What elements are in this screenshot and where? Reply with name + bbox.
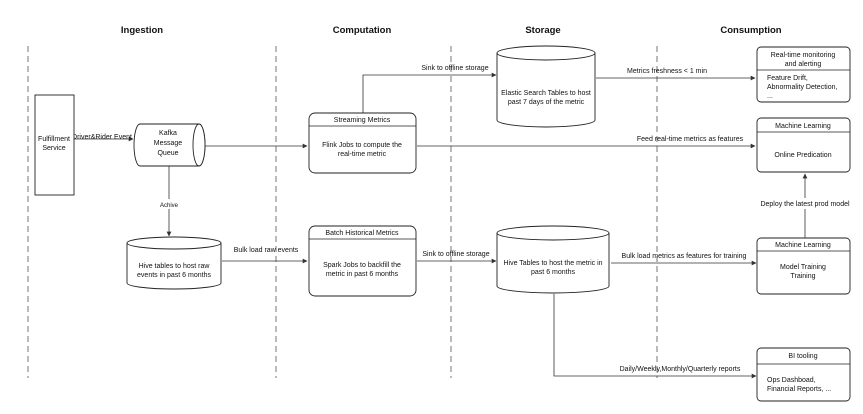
hive-metric-label-line1: Hive Tables to host the metric in bbox=[503, 260, 602, 267]
elastic-search-label-line2: past 7 days of the metric bbox=[508, 99, 585, 106]
batch-historical-metrics-body-line2: metric in past 6 months bbox=[326, 271, 399, 278]
ml-online-node bbox=[756, 117, 851, 173]
edge-label-reports: Daily/Weekly,Monthly/Quarterly reports bbox=[620, 366, 741, 373]
batch-historical-metrics-body-line1: Spark Jobs to backfill the bbox=[323, 262, 401, 269]
ml-training-node bbox=[756, 237, 851, 295]
elastic-search-label-line1: Elastic Search Tables to host bbox=[501, 90, 591, 97]
batch-historical-metrics-node bbox=[308, 225, 417, 297]
edge-label-driver-rider-event: Driver&Rider Event bbox=[72, 134, 132, 141]
edge-label-sink-top: Sink to offline storage bbox=[421, 65, 488, 72]
hive-metric-node bbox=[496, 225, 610, 294]
fulfilment-label-line1: Fulfillment bbox=[38, 136, 70, 143]
ml-online-body: Online Predication bbox=[774, 152, 831, 159]
hive-raw-label-line2: events in past 6 months bbox=[137, 272, 211, 279]
edge-label-feed-realtime: Feed real-time metrics as features bbox=[637, 136, 744, 143]
edge-label-sink-bottom: Sink to offline storage bbox=[422, 251, 489, 258]
streaming-metrics-node bbox=[308, 112, 417, 174]
edge-label-metrics-freshness: Metrics freshness < 1 min bbox=[627, 68, 707, 75]
streaming-metrics-body-line2: real-time metric bbox=[338, 151, 387, 158]
kafka-label-line2: Message bbox=[154, 140, 183, 147]
lane-title-consumption: Consumption bbox=[720, 25, 781, 36]
kafka-label-line1: Kafka bbox=[159, 130, 177, 137]
fulfilment-service-node bbox=[34, 94, 75, 196]
monitoring-node bbox=[756, 46, 851, 103]
ml-training-body-line1: Model Training bbox=[780, 264, 826, 271]
ml-training-title: Machine Learning bbox=[775, 242, 831, 249]
monitoring-body-line2: Abnormality Detection, bbox=[767, 84, 837, 91]
streaming-metrics-title: Streaming Metrics bbox=[334, 117, 391, 124]
edge-sink-top bbox=[362, 72, 497, 113]
fulfilment-label-line2: Service bbox=[42, 145, 65, 152]
elastic-search-node bbox=[496, 45, 596, 128]
hive-metric-label-line2: past 6 months bbox=[531, 269, 575, 276]
hive-raw-node bbox=[126, 236, 222, 290]
streaming-metrics-body-line1: Flink Jobs to compute the bbox=[322, 142, 402, 149]
edge-label-bg bbox=[757, 198, 853, 209]
bi-tooling-title: BI tooling bbox=[788, 353, 817, 360]
edge-label-bulk-training: Bulk load metrics as features for traini… bbox=[622, 253, 747, 260]
monitoring-title-line1: Real-time monitoring bbox=[771, 52, 836, 59]
lane-title-ingestion: Ingestion bbox=[121, 25, 163, 36]
monitoring-body-line1: Feature Drift, bbox=[767, 75, 808, 82]
kafka-label-line3: Queue bbox=[157, 150, 178, 157]
edge-label-achive: Achive bbox=[160, 203, 179, 209]
kafka-queue-node bbox=[133, 123, 206, 167]
edge-label-bg bbox=[156, 199, 182, 209]
ml-online-title: Machine Learning bbox=[775, 123, 831, 130]
bi-tooling-body-line2: Financial Reports, ... bbox=[767, 386, 831, 393]
edge-reports bbox=[553, 294, 757, 379]
edge-label-bulk-load-raw: Bulk load raw events bbox=[234, 247, 299, 254]
bi-tooling-body-line1: Ops Dashboad, bbox=[767, 377, 816, 384]
bi-tooling-node bbox=[756, 347, 851, 402]
lane-title-storage: Storage bbox=[525, 25, 560, 36]
monitoring-title-line2: and alerting bbox=[785, 61, 822, 68]
edge-label-deploy-model: Deploy the latest prod model bbox=[760, 201, 850, 208]
lane-title-computation: Computation bbox=[333, 25, 392, 36]
hive-raw-label-line1: Hive tables to host raw bbox=[139, 263, 211, 270]
batch-historical-metrics-title: Batch Historical Metrics bbox=[325, 230, 399, 237]
monitoring-body-line3: ... bbox=[767, 93, 773, 100]
ml-training-body-line2: Training bbox=[790, 273, 815, 280]
